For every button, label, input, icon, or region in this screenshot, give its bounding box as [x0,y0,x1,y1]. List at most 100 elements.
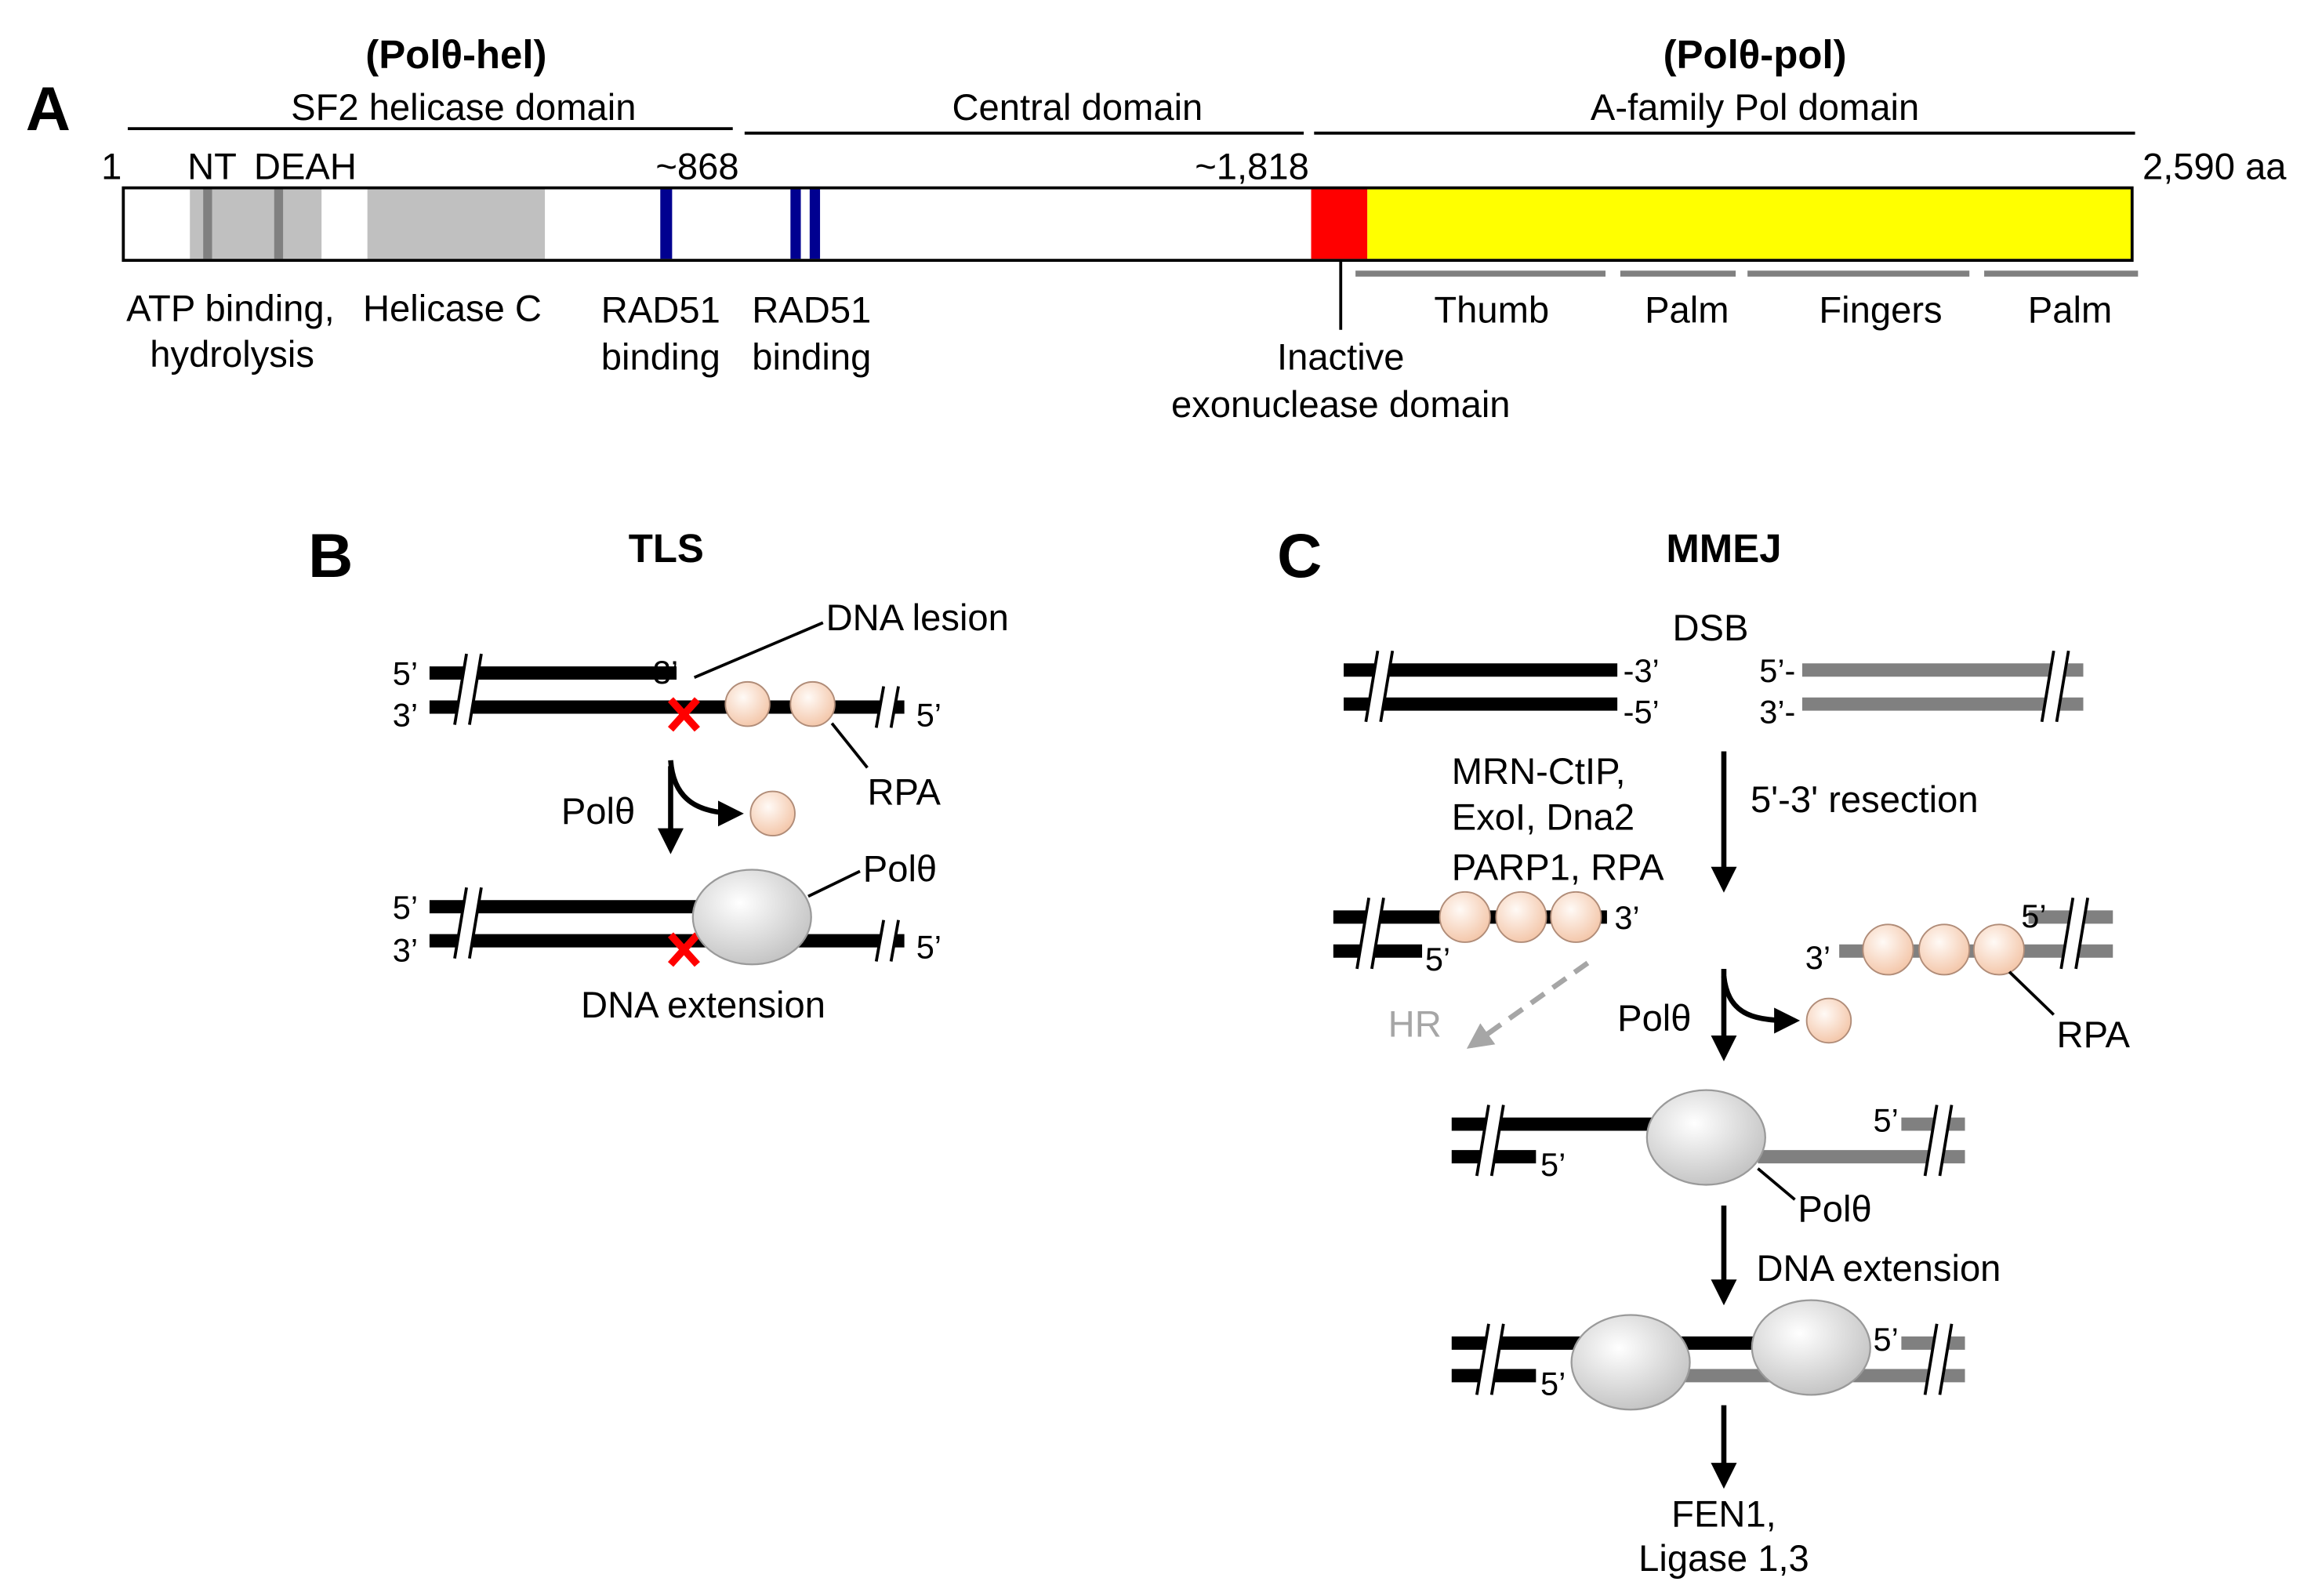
rpa-protein [1439,890,1491,943]
polq-pol-title: (Polθ-pol) [1663,32,1847,77]
strand-end-label: 5’ [916,929,941,966]
polq-label: Polθ [1798,1188,1871,1230]
polq-pointer [807,869,861,898]
polq-arrow-label: Polθ [561,790,635,832]
rpa-protein [1972,923,2025,976]
fingers-label: Fingers [1819,288,1942,330]
position-1818: ~1,818 [1195,145,1309,187]
polq-label: Polθ [863,848,937,890]
rad51-binding-label-2: binding [752,336,871,378]
polq-pointer [1757,1167,1796,1201]
polq-enzyme [1570,1314,1691,1411]
strand-end-label: 5’- [1759,652,1795,689]
helicase-c-label: Helicase C [363,287,542,328]
hr-label: HR [1388,1003,1442,1045]
strand-end-label: -3’ [1624,652,1660,689]
polymerase-region [1367,189,2132,259]
strand-end-label: 5’ [1425,941,1450,978]
strand-break-mark [453,886,483,960]
mmej-title: MMEJ [1666,526,1781,571]
strand-end-label: 3’ [1614,899,1639,936]
strand-end-label: 3’ [393,696,418,733]
panel-a-letter: A [26,74,71,143]
rpa-protein [1918,923,1971,976]
rpa-protein [1862,923,1914,976]
strand-end-label: 3’- [1759,694,1795,731]
central-domain-label: Central domain [952,86,1203,128]
dna-lesion-marker [667,932,700,967]
ligase-label: Ligase 1,3 [1638,1537,1809,1579]
released-rpa-protein [1805,997,1852,1044]
dna-lesion-marker [667,697,700,732]
tls-title: TLS [629,526,704,571]
hr-branch-arrow [1466,960,1590,1049]
panel-c: C MMEJ DSB -3’ -5’ 5’- 3’- MRN-CtIP, Exo… [1277,521,2130,1579]
strand-end-label: -5’ [1624,694,1660,731]
strand-end-label: 3’ [393,932,418,969]
strand-break-mark [2059,896,2090,970]
thumb-label: Thumb [1434,288,1549,330]
rpa-release-arrow [668,760,744,827]
helicase-c-region [367,189,546,259]
dsb-label: DSB [1673,607,1749,648]
protein-bar-outline [122,186,2134,262]
rad51-binding-site-2b [809,189,821,259]
strand-break-mark [2040,649,2070,724]
motif-deah-label: DEAH [254,145,357,187]
polq-arrow-label: Polθ [1617,997,1691,1039]
fen1-label: FEN1, [1671,1493,1776,1534]
strand-break-mark [1923,1322,1954,1397]
strand-end-label: 5’ [2021,898,2046,934]
panel-b: B TLS DNA lesion 5’ 3’ 3’ 5’ RPA Polθ [308,521,1009,1025]
strand-break-mark [453,652,483,727]
strand-break-mark [1475,1103,1505,1177]
palm-label-1: Palm [1645,288,1729,330]
strand-end-label: 5’ [1540,1365,1566,1402]
exonuclease-domain-label: exonuclease domain [1171,383,1511,425]
exonuclease-region [1311,189,1368,259]
strand-break-mark [1923,1103,1954,1177]
rpa-protein [1550,890,1602,943]
polq-enzyme [691,869,812,966]
released-rpa-protein [749,790,796,837]
motif-nt-stripe [203,189,212,259]
strand-end-label: 5’ [393,655,418,692]
polq-enzyme [1645,1089,1766,1186]
rad51-label-2: RAD51 [752,288,871,330]
strand-break-mark [1364,649,1395,724]
dna-extension-label: DNA extension [581,984,825,1025]
protein-bar [122,186,2134,262]
resection-factors-line-2: ExoI, Dna2 [1452,796,1634,838]
pol-domain-label: A-family Pol domain [1591,86,1919,128]
strand-break-mark [1475,1322,1505,1397]
rpa-release-arrow [1721,975,1801,1034]
rad51-binding-site-2a [790,189,801,259]
motif-deah-stripe [274,189,284,259]
strand-end-label: 5’ [916,696,941,733]
strand-break-mark [1355,896,1385,970]
strand-end-label: 3’ [1805,939,1830,976]
rpa-protein [724,680,771,727]
polq-hel-title: (Polθ-hel) [365,32,546,77]
resection-label: 5'-3' resection [1751,778,1979,820]
dna-lesion-pointer [693,621,824,679]
palm-label-2: Palm [2028,288,2112,330]
rpa-protein [1495,890,1547,943]
rpa-pointer [2008,970,2055,1016]
rad51-binding-site-1 [660,189,673,259]
sf2-domain-label: SF2 helicase domain [291,86,636,128]
atp-binding-label: ATP binding, [126,287,335,328]
rad51-label-1: RAD51 [601,288,720,330]
rpa-label: RPA [2057,1014,2131,1055]
resection-factors-line-3: PARP1, RPA [1452,847,1664,888]
rpa-protein [789,680,836,727]
rpa-pointer [830,722,869,769]
position-868: ~868 [655,145,738,187]
motif-nt-label: NT [187,145,237,187]
strand-end-label: 3’ [653,654,678,691]
position-start: 1 [101,145,122,187]
polq-enzyme [1751,1299,1871,1396]
panel-a: A (Polθ-hel) (Polθ-pol) SF2 helicase dom… [26,32,2288,425]
rpa-label: RPA [867,771,941,812]
